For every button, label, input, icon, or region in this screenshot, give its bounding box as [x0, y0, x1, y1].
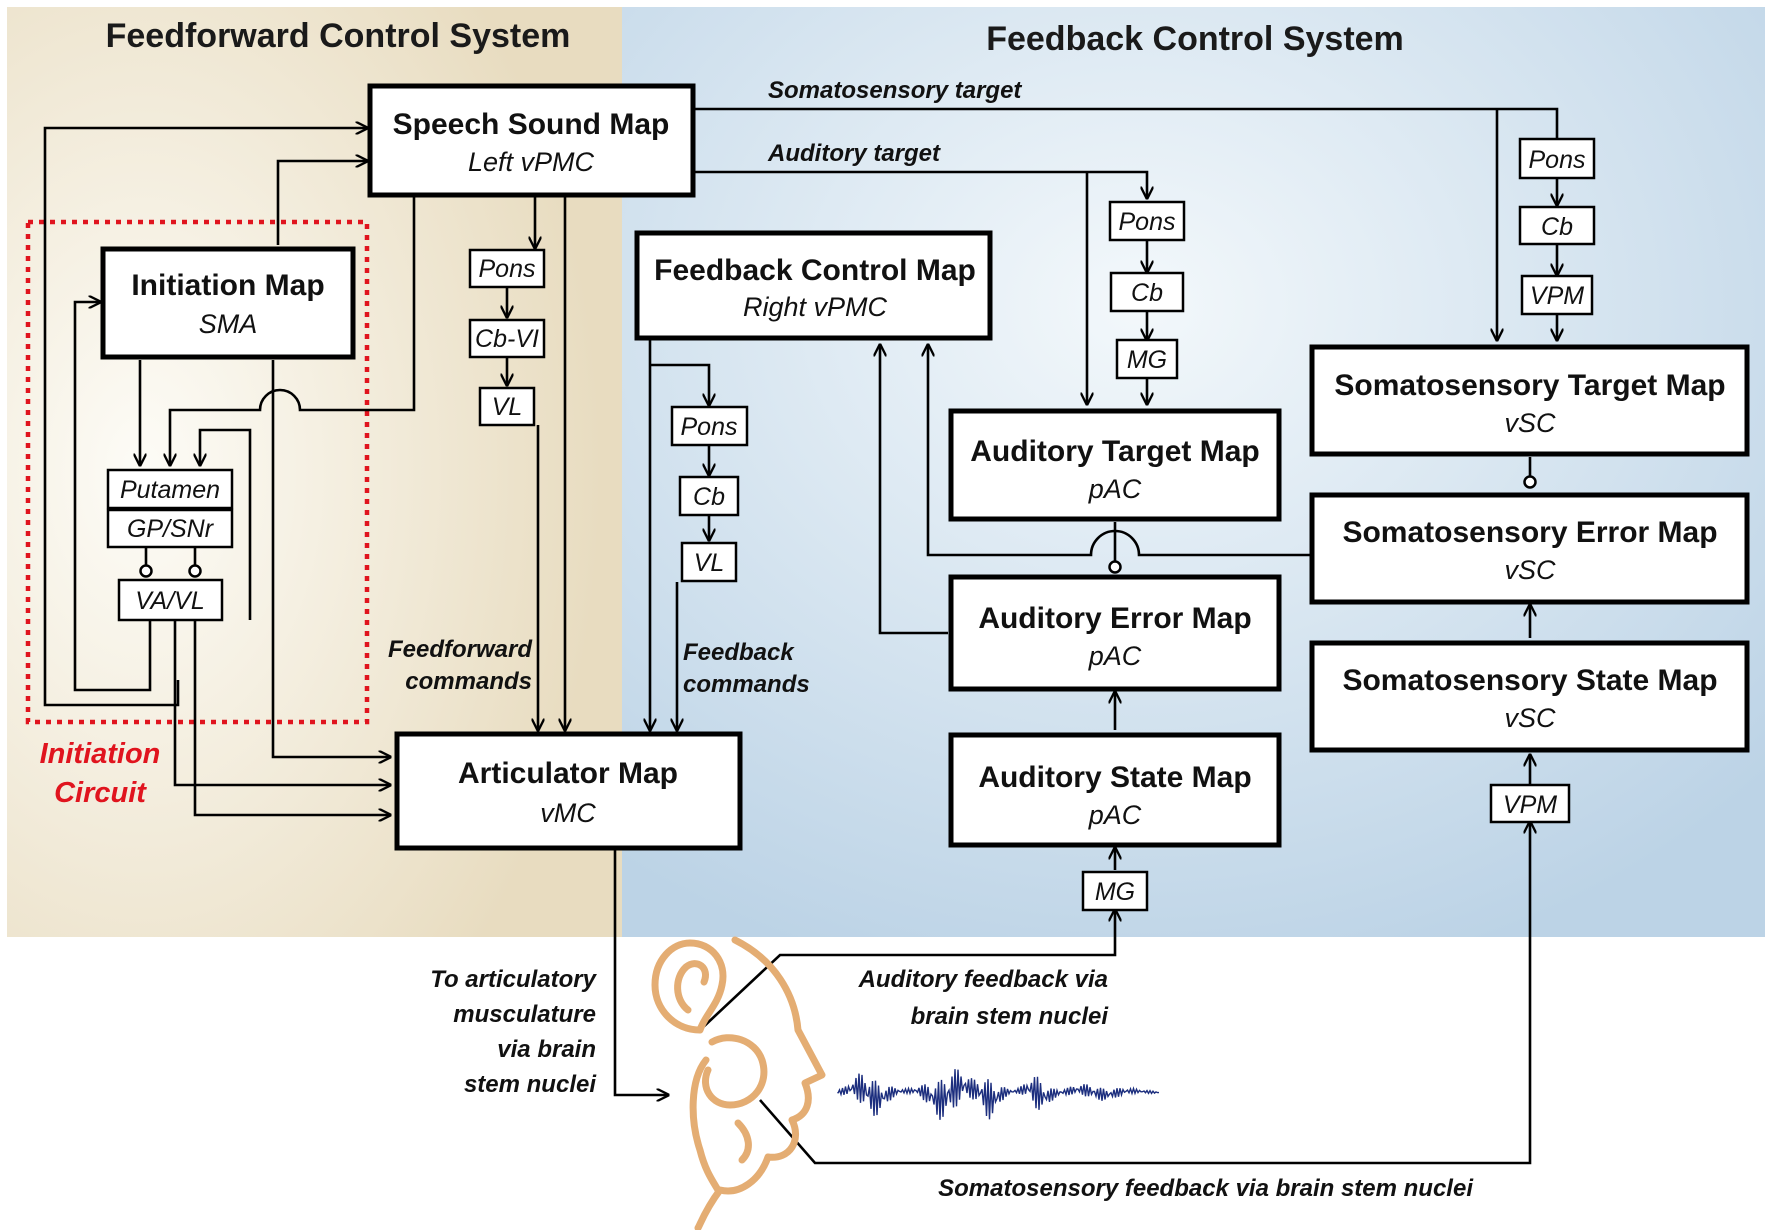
auditory-target-chain: Pons Cb MG [1108, 200, 1186, 380]
svg-text:pAC: pAC [1088, 641, 1142, 671]
svg-text:pAC: pAC [1088, 800, 1142, 830]
feedforward-title: Feedforward Control System [106, 17, 571, 55]
auditory-target-label: Auditory target [767, 140, 941, 167]
svg-text:Speech Sound Map: Speech Sound Map [393, 108, 670, 141]
somatosensory-target-label: Somatosensory target [768, 77, 1022, 104]
feedback-cerebellar-chain: Pons Cb VL [670, 405, 749, 583]
feedforward-cerebellar-chain: Pons Cb-VI VL [468, 248, 546, 427]
to-articulatory-label-1: To articulatory [430, 966, 597, 993]
vpm-som-node [1520, 274, 1594, 316]
cb-fb-node [678, 475, 740, 517]
svg-text:Pons: Pons [1529, 146, 1586, 174]
pons-ff-node [468, 248, 546, 289]
svg-text:Putamen: Putamen [120, 476, 220, 504]
mg-aud-node [1115, 338, 1179, 380]
svg-text:Right vPMC: Right vPMC [743, 292, 888, 322]
vpm-input-node [1489, 783, 1571, 824]
pons-som-node [1518, 137, 1596, 180]
cb-aud-node [1109, 271, 1185, 313]
svg-text:Cb: Cb [1131, 279, 1163, 307]
svg-text:Somatosensory Target Map: Somatosensory Target Map [1334, 369, 1725, 402]
svg-text:Auditory Error Map: Auditory Error Map [978, 602, 1251, 635]
svg-text:MG: MG [1095, 878, 1135, 906]
svg-text:Somatosensory Error Map: Somatosensory Error Map [1342, 516, 1717, 549]
svg-text:Auditory Target Map: Auditory Target Map [970, 435, 1259, 468]
feedback-commands-label-1: Feedback [683, 639, 795, 666]
cb-som-node [1518, 205, 1596, 246]
to-articulatory-label-2: musculature [453, 1001, 596, 1028]
somatosensory-state-map: Somatosensory State Map vSC [1309, 640, 1750, 753]
to-articulatory-label-3: via brain [497, 1036, 596, 1063]
svg-text:vSC: vSC [1504, 703, 1556, 733]
svg-text:Initiation Map: Initiation Map [131, 269, 324, 302]
svg-text:VL: VL [492, 393, 523, 421]
svg-text:VA/VL: VA/VL [135, 587, 205, 615]
somatosensory-target-chain: Pons Cb VPM [1518, 137, 1596, 316]
svg-text:Feedback Control Map: Feedback Control Map [654, 254, 976, 287]
svg-text:Pons: Pons [479, 255, 536, 283]
svg-text:vSC: vSC [1504, 408, 1556, 438]
svg-text:Somatosensory State Map: Somatosensory State Map [1342, 664, 1717, 697]
svg-text:Left vPMC: Left vPMC [468, 147, 595, 177]
svg-text:MG: MG [1127, 346, 1167, 374]
sensory-relay-nodes: MG VPM [1081, 783, 1571, 912]
pons-fb-node [670, 405, 749, 447]
svg-text:GP/SNr: GP/SNr [127, 515, 215, 543]
gp-snr-node [106, 508, 234, 549]
feedback-commands-label-2: commands [683, 671, 810, 698]
feedback-title: Feedback Control System [986, 20, 1404, 58]
pons-aud-node [1108, 200, 1186, 242]
somatosensory-target-map: Somatosensory Target Map vSC [1309, 344, 1750, 457]
svg-text:VL: VL [694, 549, 725, 577]
auditory-target-map: Auditory Target Map pAC [948, 408, 1282, 522]
head-illustration [651, 936, 826, 1230]
somatosensory-feedback-label: Somatosensory feedback via brain stem nu… [938, 1175, 1474, 1202]
to-articulatory-label-4: stem nuclei [464, 1071, 597, 1098]
auditory-state-map: Auditory State Map pAC [948, 732, 1282, 848]
svg-text:VPM: VPM [1530, 282, 1584, 310]
svg-text:Cb: Cb [693, 483, 725, 511]
somatosensory-error-map: Somatosensory Error Map vSC [1309, 492, 1750, 605]
svg-text:Cb-VI: Cb-VI [475, 325, 539, 353]
basal-ganglia-stack: Putamen GP/SNr VA/VL [106, 468, 234, 622]
auditory-feedback-label-2: brain stem nuclei [911, 1003, 1110, 1030]
initiation-circuit-label-2: Circuit [54, 777, 147, 809]
svg-text:vMC: vMC [540, 798, 596, 828]
putamen-node [106, 468, 234, 510]
svg-text:Cb: Cb [1541, 213, 1573, 241]
svg-text:vSC: vSC [1504, 555, 1556, 585]
feedforward-commands-label-2: commands [405, 668, 532, 695]
cb-vi-node [468, 318, 546, 359]
connections [43, 107, 1557, 1165]
vl-fb-node [680, 541, 738, 583]
svg-text:Pons: Pons [681, 413, 738, 441]
initiation-map: Initiation Map SMA [100, 246, 356, 360]
vl-ff-node [478, 386, 536, 427]
svg-text:Articulator Map: Articulator Map [458, 757, 678, 790]
svg-text:VPM: VPM [1503, 791, 1557, 819]
feedback-control-map: Feedback Control Map Right vPMC [634, 230, 993, 341]
auditory-error-map: Auditory Error Map pAC [948, 574, 1282, 692]
svg-text:pAC: pAC [1088, 474, 1142, 504]
feedforward-commands-label-1: Feedforward [388, 636, 533, 663]
mg-input-node [1081, 870, 1149, 912]
speech-sound-map: Speech Sound Map Left vPMC [367, 83, 696, 198]
svg-text:Pons: Pons [1119, 208, 1176, 236]
auditory-feedback-label-1: Auditory feedback via [858, 966, 1108, 993]
initiation-circuit-label-1: Initiation [40, 738, 161, 770]
svg-text:Auditory State Map: Auditory State Map [978, 761, 1251, 794]
svg-text:SMA: SMA [199, 309, 258, 339]
auditory-target-connection [693, 170, 1147, 198]
va-vl-node [117, 578, 224, 622]
sound-waveform [837, 1069, 1159, 1120]
articulator-map: Articulator Map vMC [394, 731, 743, 851]
initiation-circuit-boundary [25, 219, 370, 725]
